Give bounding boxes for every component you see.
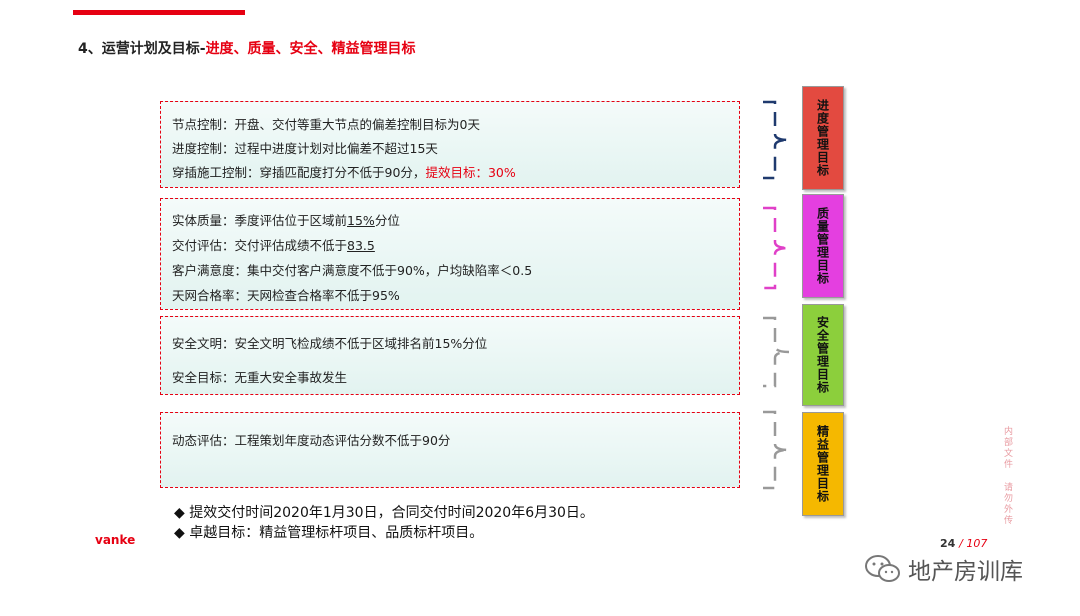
note-item: ◆ 提效交付时间2020年1月30日，合同交付时间2020年6月30日。 [174, 505, 594, 521]
vanke-logo: vanke [95, 533, 136, 547]
lean-goals-box: 动态评估：工程策划年度动态评估分数不低于90分 [160, 412, 740, 488]
goal-line: 穿插施工控制：穿插匹配度打分不低于90分，提效目标：30% [172, 165, 516, 180]
tab-lean-goals: 精益管理目标 [802, 412, 844, 516]
page-title: 4、运营计划及目标-进度、质量、安全、精益管理目标 [78, 38, 416, 58]
schedule-bracket [763, 100, 790, 180]
top-accent-bar [73, 10, 245, 15]
lean-bracket [763, 410, 790, 490]
notes: ◆ 提效交付时间2020年1月30日，合同交付时间2020年6月30日。 ◆ 卓… [174, 503, 594, 543]
page-number: 24 / 107 [940, 537, 988, 550]
note-item: ◆ 卓越目标：精益管理标杆项目、品质标杆项目。 [174, 525, 484, 541]
goal-line: 交付评估：交付评估成绩不低于83.5 [172, 238, 375, 253]
watermark-text: 地产房训库 [908, 559, 1023, 585]
internal-document-note: 内部文件 请勿外传 [1002, 426, 1012, 526]
goal-line: 节点控制：开盘、交付等重大节点的偏差控制目标为0天 [172, 117, 480, 132]
goal-line: 客户满意度：集中交付客户满意度不低于90%，户均缺陷率＜0.5 [172, 263, 533, 278]
quality-bracket [763, 206, 790, 290]
page-title-main: 4、运营计划及目标- [78, 41, 206, 57]
goal-line: 安全目标：无重大安全事故发生 [172, 370, 348, 385]
goal-line: 进度控制：过程中进度计划对比偏差不超过15天 [172, 141, 438, 156]
tab-safety-goals: 安全管理目标 [802, 304, 844, 406]
goal-line: 动态评估：工程策划年度动态评估分数不低于90分 [172, 433, 451, 448]
goal-line: 天网合格率：天网检查合格率不低于95% [172, 288, 400, 303]
schedule-goals-box: 节点控制：开盘、交付等重大节点的偏差控制目标为0天 进度控制：过程中进度计划对比… [160, 101, 740, 188]
tab-quality-goals: 质量管理目标 [802, 194, 844, 298]
safety-goals-box: 安全文明：安全文明飞检成绩不低于区域排名前15%分位 安全目标：无重大安全事故发… [160, 316, 740, 395]
quality-goals-box: 实体质量：季度评估位于区域前15%分位 交付评估：交付评估成绩不低于83.5 客… [160, 198, 740, 310]
goal-line: 实体质量：季度评估位于区域前15%分位 [172, 213, 400, 228]
watermark: 地产房训库 [864, 552, 1023, 586]
wechat-icon [865, 555, 900, 582]
safety-bracket [763, 316, 790, 388]
tab-schedule-goals: 进度管理目标 [802, 86, 844, 190]
goal-line: 安全文明：安全文明飞检成绩不低于区域排名前15%分位 [172, 336, 488, 351]
page-title-red: 进度、质量、安全、精益管理目标 [205, 41, 416, 57]
